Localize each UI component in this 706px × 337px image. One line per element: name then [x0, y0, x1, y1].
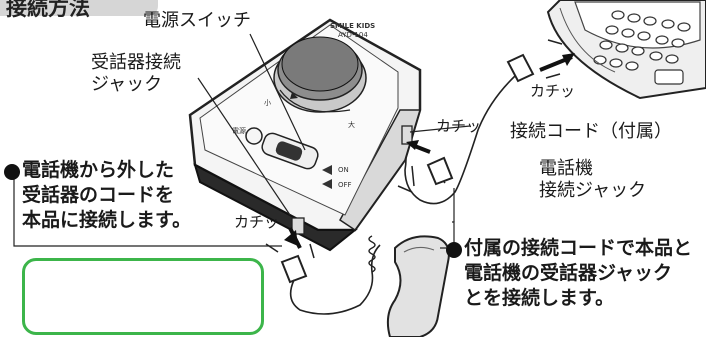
right-instruction-line3: とを接続します。 — [464, 287, 615, 309]
note-box — [22, 258, 264, 335]
phone-jack-plug — [406, 140, 454, 186]
click-label-mid: カチッ — [436, 117, 482, 135]
left-leader-line — [13, 172, 282, 247]
phone-jack-label-line1: 電話機 — [539, 158, 593, 179]
handset-jack-label-line2: ジャック — [91, 74, 163, 95]
amplifier-device — [188, 18, 422, 252]
power-switch-pointer — [249, 33, 306, 151]
handset-jack-label-line1: 受話器接続 — [91, 52, 181, 73]
left-instruction-line2: 受話器のコードを — [22, 184, 175, 206]
power-switch-label: 電源スイッチ — [143, 10, 251, 31]
right-instruction-line2: 電話機の受話器ジャック — [464, 262, 673, 284]
click-label-bottom: カチッ — [234, 213, 280, 231]
power-mark: 電源 — [232, 127, 246, 135]
title-banner — [0, 0, 158, 16]
on-mark: ON — [338, 166, 349, 174]
volume-small-mark: 小 — [264, 99, 271, 107]
volume-large-mark: 大 — [348, 121, 355, 129]
handset-cord-plug — [265, 227, 315, 284]
left-instruction-line3: 本品に接続します。 — [22, 209, 192, 231]
connection-cord — [401, 75, 516, 205]
page-title: 接続方法 — [6, 0, 90, 20]
telephone-illustration — [546, 0, 706, 100]
device-brand: SMILE KIDS — [330, 22, 376, 30]
off-mark: OFF — [338, 181, 352, 189]
phone-jack-label-line2: 接続ジャック — [539, 180, 647, 201]
left-instruction-line1: 電話機から外した — [22, 159, 175, 181]
handset-cord — [289, 244, 381, 315]
click-label-top: カチッ — [530, 82, 576, 100]
left-bullet — [4, 164, 20, 180]
handset-illustration — [386, 235, 450, 337]
right-instruction-line1: 付属の接続コードで本品と — [464, 237, 693, 259]
device-model: AYD-104 — [338, 31, 368, 39]
handset-jack-pointer — [197, 77, 291, 216]
cord-pointer — [409, 125, 471, 133]
right-bullet — [446, 242, 462, 258]
telephone-plug — [506, 39, 575, 83]
cord-label: 接続コード（付属） — [510, 121, 672, 142]
